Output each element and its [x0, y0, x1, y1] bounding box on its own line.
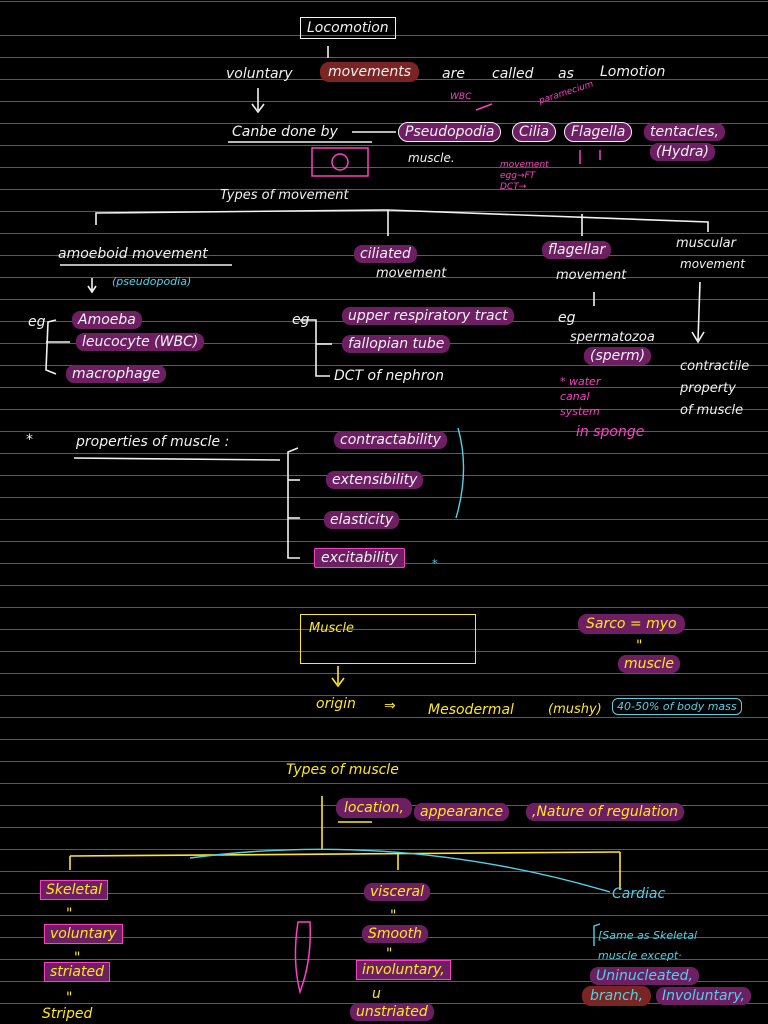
property-contractability: contractability [334, 431, 448, 449]
visceral-ditto-1: " [390, 908, 397, 924]
contractile-property: contractile property of muscle [680, 359, 750, 418]
flagellar-heading: flagellar [542, 241, 612, 259]
sarco-myo: Sarco = myo [578, 614, 685, 634]
pseudopodia-oval: Pseudopodia [398, 122, 502, 142]
flagella-oval: Flagella [564, 122, 633, 142]
def-as: as [558, 66, 574, 82]
cardiac-uninucleated: Uninucleated, [590, 967, 699, 985]
title-box: Locomotion [300, 17, 396, 39]
property-elasticity: elasticity [324, 511, 400, 529]
tag-wbc: WBC [450, 92, 472, 102]
skeletal-ditto-3: " [66, 990, 73, 1006]
pseudopodia-note: (pseudopodia) [112, 275, 192, 288]
def-voluntary: voluntary [226, 66, 293, 82]
ciliated-heading: ciliated [354, 245, 417, 263]
property-excitability: excitability [314, 548, 405, 568]
fallopian-example: fallopian tube [342, 335, 451, 353]
property-extensibility: extensibility [326, 471, 424, 489]
ciliated-movement: movement [376, 266, 447, 281]
skeletal-striped: Striped [42, 1006, 93, 1022]
hydra-label: (Hydra) [650, 143, 715, 161]
upper-respiratory-example: upper respiratory tract [342, 307, 514, 325]
types-of-muscle-heading: Types of muscle [286, 762, 399, 778]
in-sponge-note: in sponge [576, 424, 645, 440]
cardiac-involuntary: Involuntary, [656, 987, 751, 1005]
def-are: are [442, 66, 465, 82]
types-of-movement: Types of movement [220, 188, 349, 203]
cilia-oval: Cilia [512, 122, 557, 142]
eg-flagellar: eg [558, 310, 576, 326]
macrophage-example: macrophage [66, 365, 167, 383]
mushy-label: (mushy) [548, 702, 602, 717]
properties-heading: properties of muscle : [76, 434, 230, 450]
skeletal-striated: striated [44, 962, 110, 982]
tag-notes: movement egg→FT DCT→ [500, 160, 549, 192]
cardiac-branch: branch, [582, 986, 652, 1006]
mesodermal-label: Mesodermal [428, 702, 514, 718]
muscular-movement: movement [680, 257, 745, 271]
skeletal-ditto-1: " [66, 906, 73, 922]
implies-arrow: ⇒ [384, 698, 396, 714]
water-canal-note: * water canal system [560, 375, 601, 418]
cardiac-heading: Cardiac [612, 886, 666, 902]
eg-ciliated: eg [292, 312, 310, 328]
spermatozoa-example: spermatozoa [570, 330, 655, 345]
def-movements: movements [320, 62, 420, 82]
muscle-box-label: Muscle [309, 621, 354, 636]
tentacles-label: tentacles, [644, 123, 725, 141]
visceral-unstriated: unstriated [350, 1003, 434, 1021]
can-be-done-by: Canbe done by [232, 124, 338, 140]
visceral-smooth: Smooth [362, 925, 429, 943]
visceral-involuntary: involuntary, [356, 960, 451, 980]
sperm-example: (sperm) [584, 347, 652, 365]
bullet-properties: * [26, 432, 33, 448]
skeletal-heading: Skeletal [40, 880, 109, 900]
cardiac-same-as: [Same as Skeletal muscle except· [598, 929, 698, 962]
amoeboid-heading: amoeboid movement [58, 246, 208, 262]
def-locomotion: Lomotion [600, 64, 666, 80]
body-mass-note: 40-50% of body mass [612, 698, 742, 715]
flagellar-movement: movement [556, 268, 627, 283]
criterion-location: location, [336, 798, 412, 818]
dct-example: DCT of nephron [334, 368, 444, 384]
sarco-ditto: " [636, 638, 643, 654]
def-called: called [492, 66, 534, 82]
muscle-word: muscle. [408, 151, 455, 165]
visceral-ditto-2: " [386, 946, 393, 962]
muscle-small: muscle [618, 655, 681, 673]
eg-amoeboid: eg [28, 314, 46, 330]
visceral-heading: visceral [364, 883, 431, 901]
origin-label: origin [316, 696, 356, 712]
muscular-heading: muscular [676, 236, 736, 251]
excitability-star: * [432, 557, 438, 570]
amoeba-example: Amoeba [72, 311, 142, 329]
skeletal-voluntary: voluntary [44, 924, 123, 944]
visceral-mark: u [372, 986, 381, 1002]
criterion-nature: ,Nature of regulation [526, 803, 685, 821]
muscle-box: Muscle [300, 614, 476, 664]
leucocyte-example: leucocyte (WBC) [76, 333, 205, 351]
criterion-appearance: appearance [414, 803, 510, 821]
skeletal-ditto-2: " [74, 950, 81, 966]
